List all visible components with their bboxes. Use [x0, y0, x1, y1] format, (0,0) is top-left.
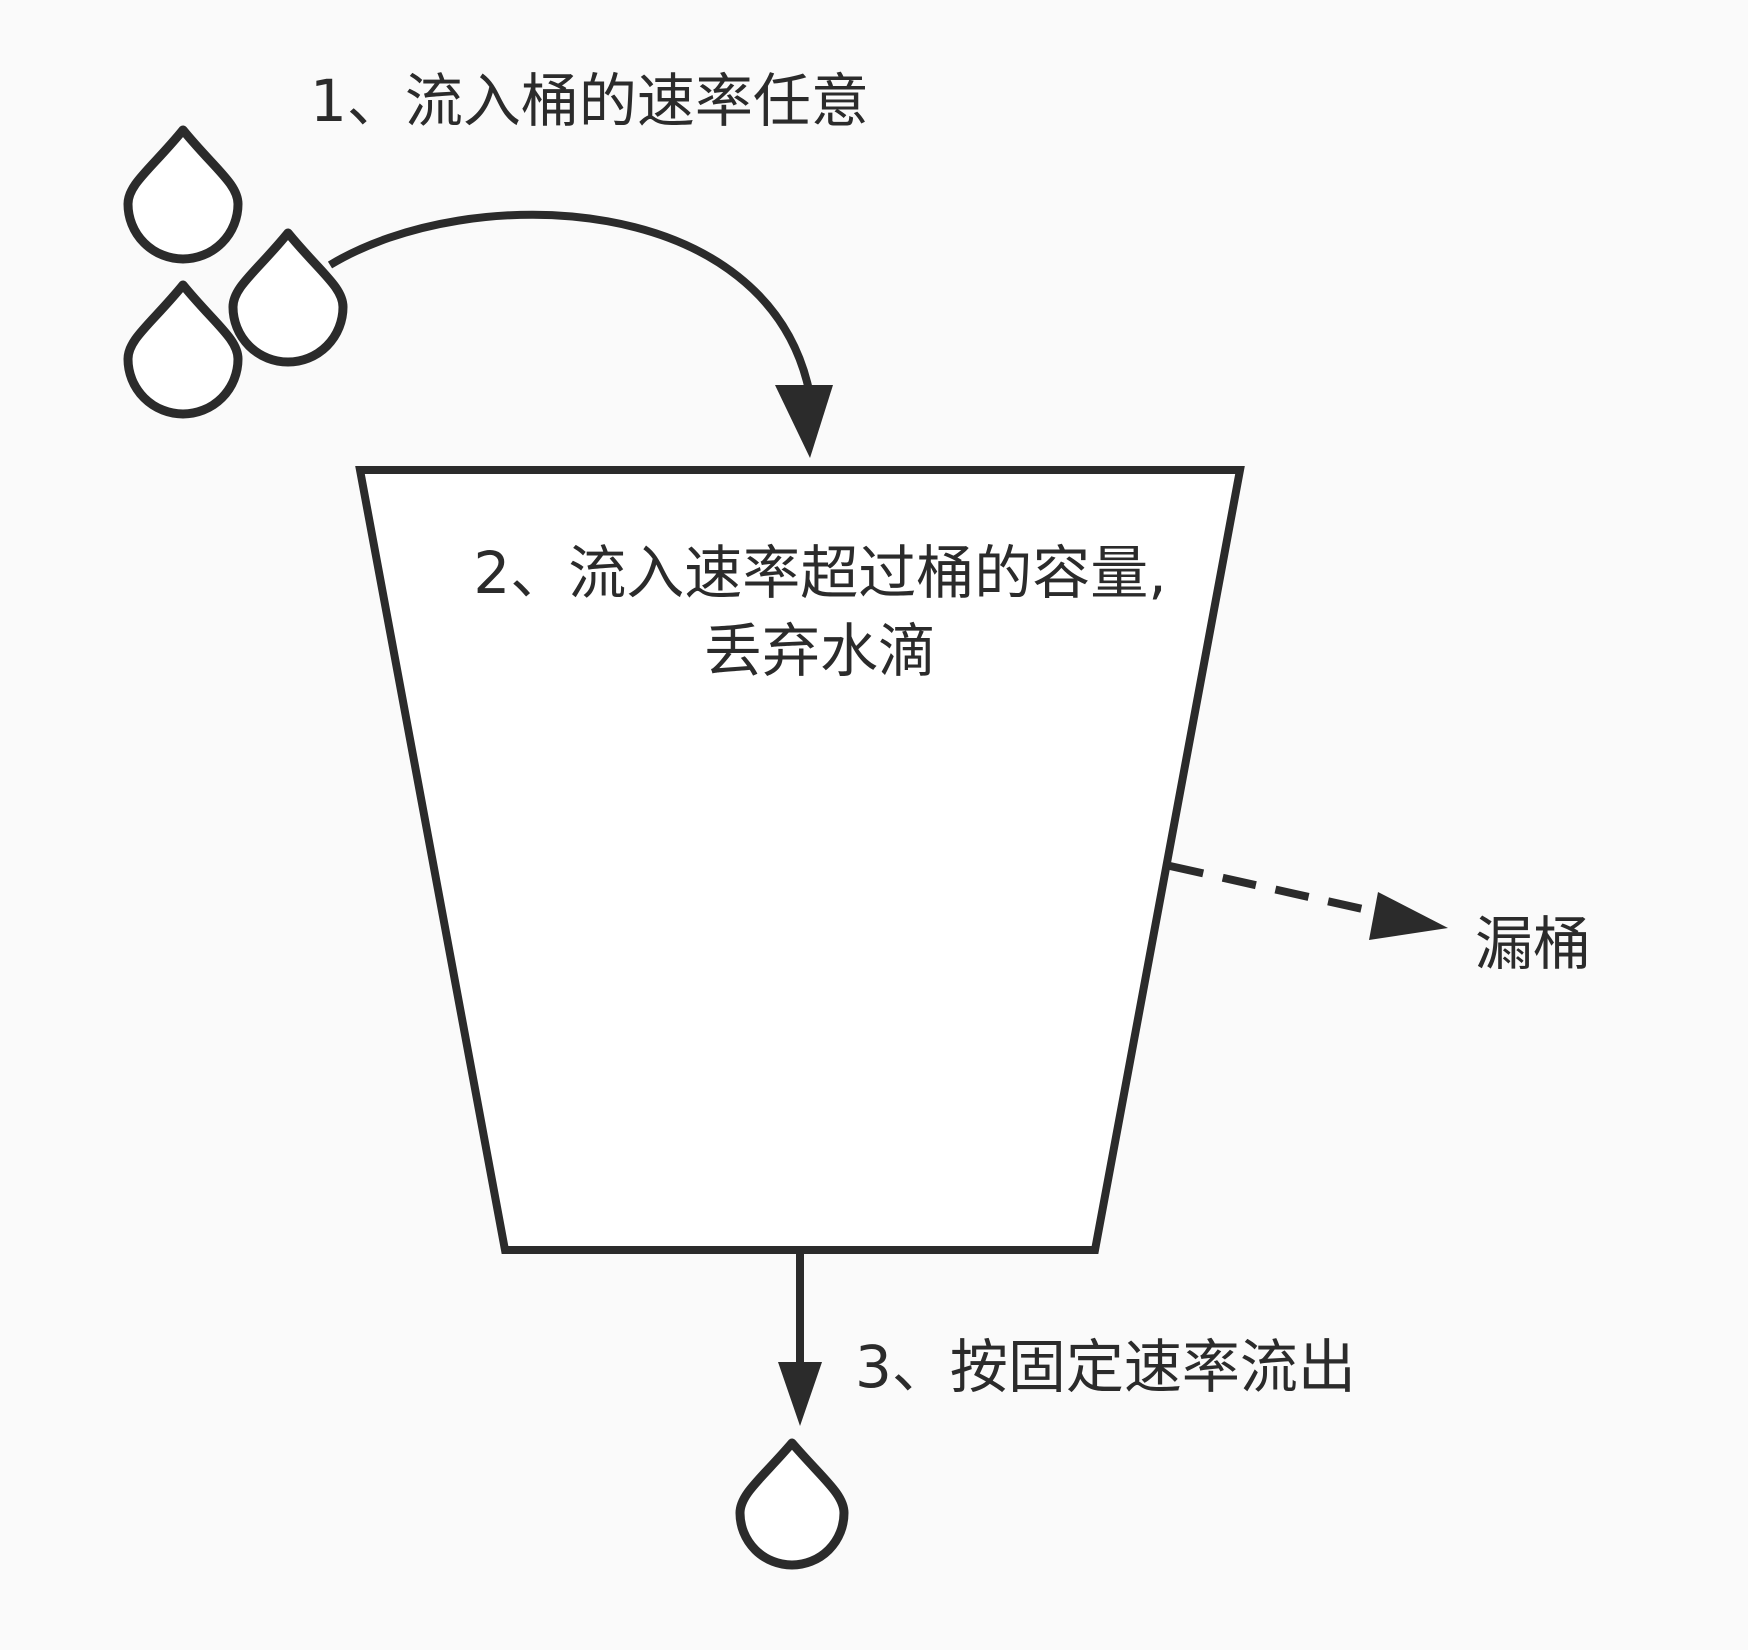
outflow-arrow-icon: [778, 1254, 822, 1426]
water-drop-icon: [123, 280, 243, 419]
step2-line2: 丢弃水滴: [703, 617, 936, 686]
step2-line1: 2、流入速率超过桶的容量,: [473, 539, 1167, 607]
leaky-bucket-label: 漏桶: [1475, 910, 1592, 978]
water-drop-icon: [228, 228, 348, 367]
bucket-pointer-arrow-icon: [1169, 862, 1448, 940]
step2-label: 2、流入速率超过桶的容量, 丢弃水滴: [370, 534, 1270, 691]
step3-label: 3、按固定速率流出: [855, 1333, 1356, 1401]
water-drop-icon: [735, 1438, 849, 1570]
inflow-arrow-icon: [327, 210, 833, 458]
bucket-shape: [355, 466, 1245, 1254]
step1-label: 1、流入桶的速率任意: [310, 67, 869, 135]
water-drop-icon: [123, 125, 243, 264]
